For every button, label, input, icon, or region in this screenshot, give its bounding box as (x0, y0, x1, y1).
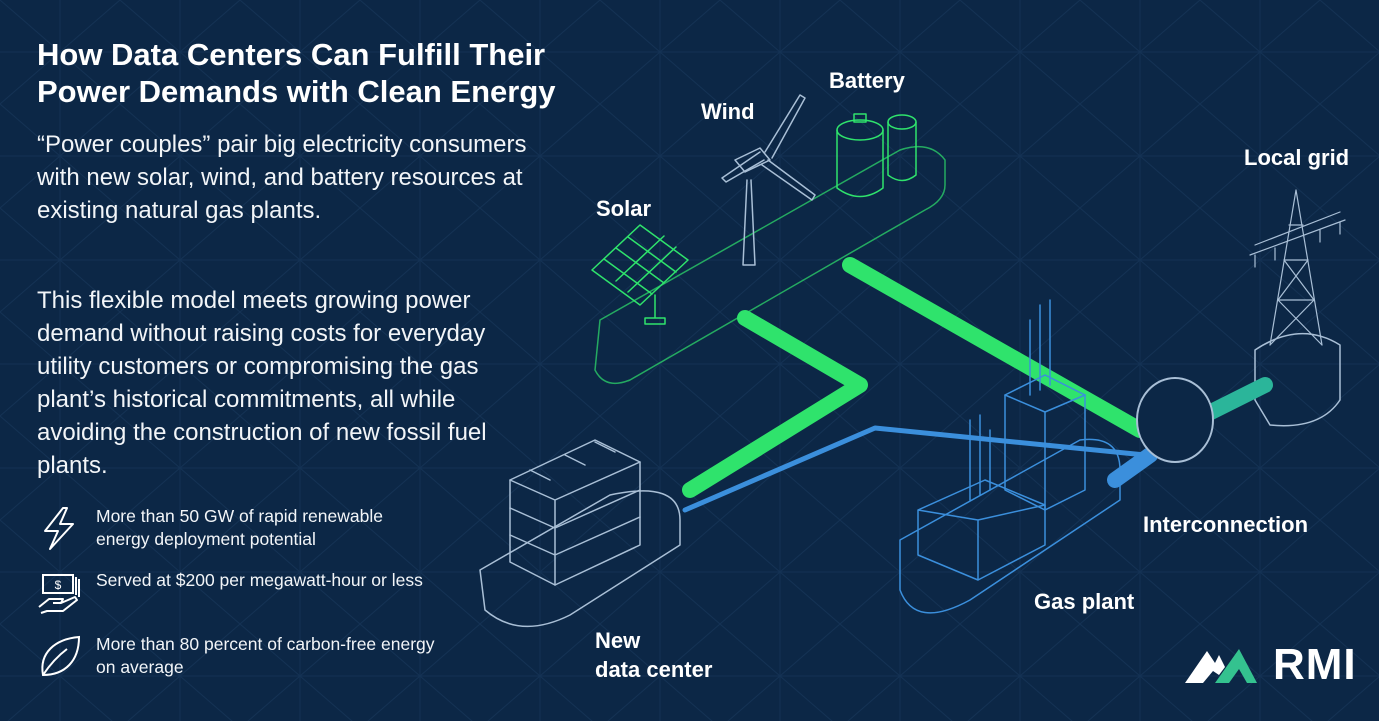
benefit-item: More than 50 GW of rapid renewable energ… (37, 505, 436, 551)
gas-plant-platform (899, 438, 1121, 614)
logo-text: RMI (1273, 640, 1357, 689)
renewables-platform (594, 145, 946, 385)
rmi-mountain-icon (1185, 649, 1257, 683)
transmission-tower-icon (1249, 189, 1346, 346)
battery-label: Battery (829, 68, 905, 93)
model-paragraph: This flexible model meets growing power … (37, 287, 487, 479)
gas-plant-icon (917, 299, 1086, 581)
benefit-text: More than 80 percent of carbon-free ener… (96, 634, 435, 677)
grid-platform (1254, 333, 1341, 427)
gas-plant-label: Gas plant (1034, 589, 1135, 614)
money-hand-icon: $ (38, 574, 80, 614)
data-center-label-line-1: New (595, 628, 641, 653)
benefit-text: Served at $200 per megawatt-hour or less (96, 570, 423, 590)
data-center-label-line-2: data center (595, 657, 713, 682)
leaf-icon (41, 635, 81, 677)
lightning-icon (44, 507, 74, 550)
title-line-1: How Data Centers Can Fulfill Their (37, 37, 546, 72)
wind-turbine-icon (721, 94, 816, 266)
title-line-2: Power Demands with Clean Energy (37, 74, 556, 109)
gas-pipe (682, 425, 1148, 513)
wind-battery-pipe (842, 257, 1148, 438)
interconnection-node (1136, 377, 1214, 463)
battery-icon (836, 113, 917, 198)
solar-label: Solar (596, 196, 652, 221)
rmi-logo: RMI (1185, 640, 1357, 690)
interconnection-label: Interconnection (1143, 512, 1309, 537)
data-center-icon (509, 439, 641, 586)
benefit-item: More than 80 percent of carbon-free ener… (37, 633, 436, 679)
intro-paragraph: “Power couples” pair big electricity con… (37, 131, 527, 224)
gas-interconnect-pipe (1107, 447, 1158, 488)
solar-pipe (682, 310, 868, 498)
local-grid-label: Local grid (1244, 145, 1350, 170)
data-center-label: New data center (595, 626, 712, 684)
benefit-item: $ Served at $200 per megawatt-hour or le… (37, 569, 436, 615)
wind-label: Wind (701, 99, 755, 124)
svg-text:$: $ (55, 578, 62, 592)
benefits-list: More than 50 GW of rapid renewable energ… (37, 505, 436, 697)
benefit-text: More than 50 GW of rapid renewable energ… (96, 506, 383, 549)
data-center-platform (479, 490, 681, 627)
page-title: How Data Centers Can Fulfill Their Power… (37, 36, 637, 110)
solar-panel-icon (591, 224, 689, 325)
